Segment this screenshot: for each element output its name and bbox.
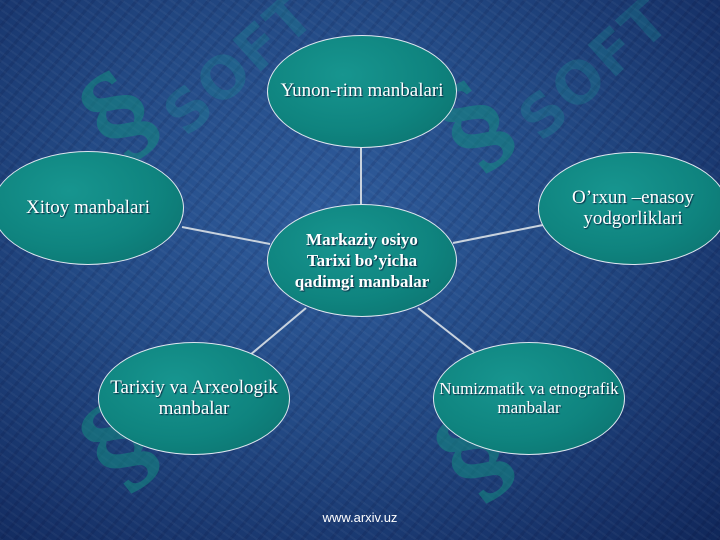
node-label: Xitoy manbalari xyxy=(26,196,150,218)
node-xitoy: Xitoy manbalari xyxy=(0,151,184,265)
center-label: Markaziy osiyo Tarixi bo’yicha qadimgi m… xyxy=(294,229,430,292)
node-yunon-rim: Yunon-rim manbalari xyxy=(267,35,457,148)
footer-url: www.arxiv.uz xyxy=(322,510,398,525)
node-label: Yunon-rim manbalari xyxy=(280,80,444,102)
connector-left xyxy=(181,226,271,245)
connector-bottom-left xyxy=(249,307,307,356)
connector-right xyxy=(452,224,544,244)
connector-bottom-right xyxy=(417,307,475,353)
node-label: O’rxun –enasoy yodgorliklari xyxy=(572,186,694,229)
node-label: Numizmatik va etnografik manbalar xyxy=(439,378,619,417)
node-label: Tarixiy va Arxeologik manbalar xyxy=(110,376,278,419)
node-orxun-enasoy: O’rxun –enasoy yodgorliklari xyxy=(538,152,720,265)
node-numizmatik-etnografik: Numizmatik va etnografik manbalar xyxy=(433,342,625,455)
node-center: Markaziy osiyo Tarixi bo’yicha qadimgi m… xyxy=(267,204,457,317)
node-tarixiy-arxeologik: Tarixiy va Arxeologik manbalar xyxy=(98,342,290,455)
